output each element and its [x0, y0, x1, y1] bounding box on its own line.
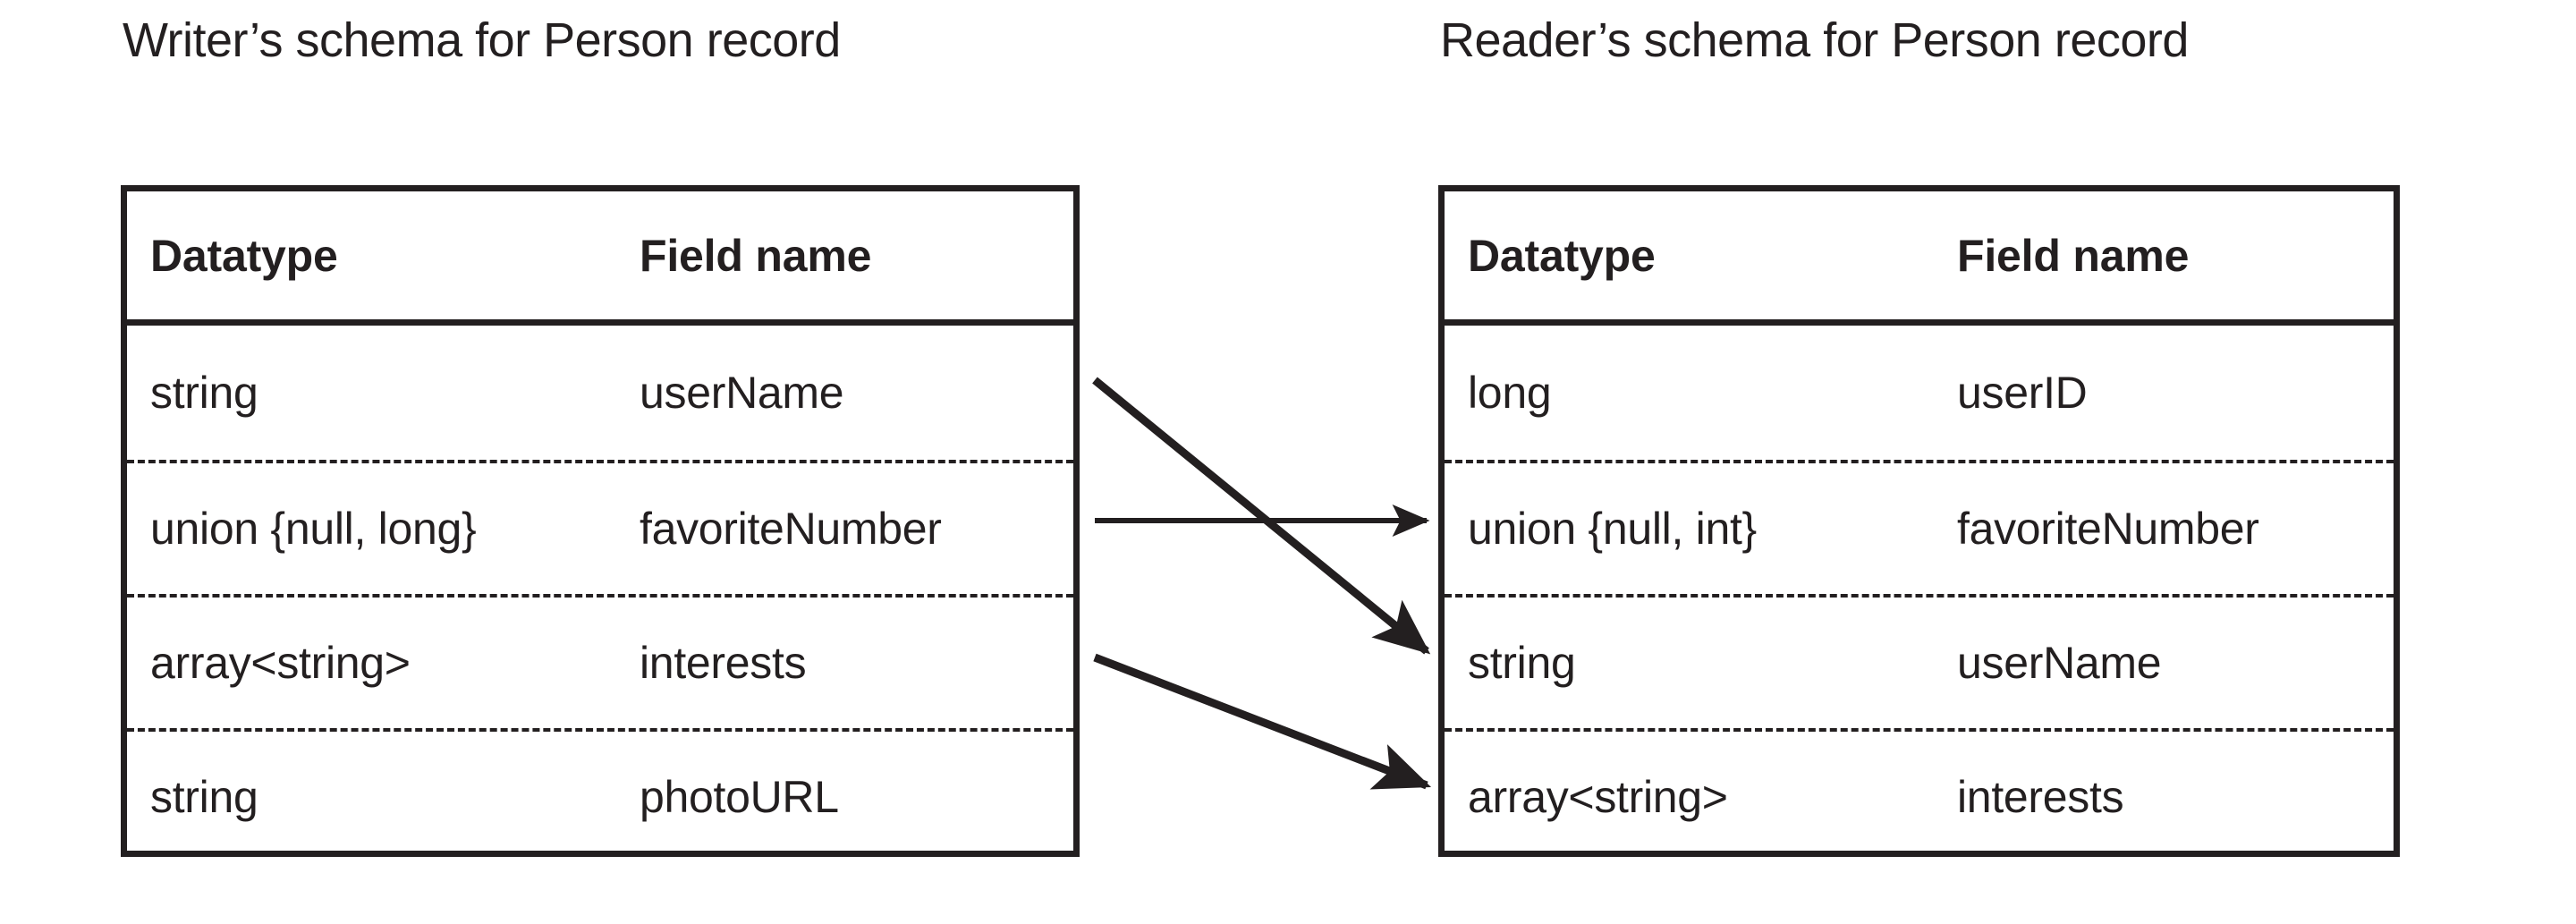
- table-row: union {null, int} favoriteNumber: [1445, 460, 2394, 594]
- reader-row-1-datatype: union {null, int}: [1445, 506, 1957, 551]
- reader-row-1-fieldname-text: favoriteNumber: [1957, 504, 2259, 554]
- reader-table-body: long userID union {null, int} favoriteNu…: [1445, 326, 2394, 862]
- reader-row-2-fieldname: userName: [1957, 640, 2368, 685]
- writer-row-2-fieldname-text: interests: [640, 638, 807, 688]
- reader-row-2-datatype: string: [1445, 640, 1957, 685]
- reader-header-fieldname-label: Field name: [1957, 230, 2190, 281]
- writer-row-2-fieldname: interests: [640, 640, 1051, 685]
- writer-row-0-datatype: string: [127, 370, 640, 415]
- writer-row-3-datatype-text: string: [150, 772, 258, 822]
- reader-row-3-datatype-text: array<string>: [1468, 772, 1728, 822]
- writer-row-0-fieldname: userName: [640, 370, 1051, 415]
- writer-table-header: Datatype Field name: [127, 191, 1073, 326]
- table-row: string photoURL: [127, 728, 1073, 862]
- reader-row-2-datatype-text: string: [1468, 638, 1576, 688]
- writer-header-datatype: Datatype: [127, 233, 640, 278]
- reader-row-0-datatype-text: long: [1468, 368, 1552, 418]
- writer-row-3-datatype: string: [127, 775, 640, 819]
- reader-row-1-datatype-text: union {null, int}: [1468, 504, 1757, 554]
- writer-header-fieldname-label: Field name: [640, 230, 872, 281]
- reader-row-0-fieldname: userID: [1957, 370, 2368, 415]
- reader-table-header: Datatype Field name: [1445, 191, 2394, 326]
- writer-row-3-fieldname: photoURL: [640, 775, 1051, 819]
- reader-row-2-fieldname-text: userName: [1957, 638, 2162, 688]
- reader-row-3-fieldname: interests: [1957, 775, 2368, 819]
- mapping-arrow-interests: [1093, 653, 1432, 790]
- reader-row-1-fieldname: favoriteNumber: [1957, 506, 2368, 551]
- writer-header-datatype-label: Datatype: [150, 230, 338, 281]
- writer-row-1-datatype: union {null, long}: [127, 506, 640, 551]
- mapping-arrow-username: [1092, 377, 1431, 655]
- table-row: string userName: [127, 326, 1073, 460]
- reader-header-fieldname: Field name: [1957, 233, 2368, 278]
- reader-row-0-fieldname-text: userID: [1957, 368, 2088, 418]
- reader-header-datatype: Datatype: [1445, 233, 1957, 278]
- reader-row-3-datatype: array<string>: [1445, 775, 1957, 819]
- table-row: array<string> interests: [1445, 728, 2394, 862]
- writer-row-1-fieldname: favoriteNumber: [640, 506, 1051, 551]
- writer-row-1-datatype-text: union {null, long}: [150, 504, 477, 554]
- writer-row-0-datatype-text: string: [150, 368, 258, 418]
- writer-schema-title: Writer’s schema for Person record: [123, 13, 841, 67]
- table-row: union {null, long} favoriteNumber: [127, 460, 1073, 594]
- reader-schema-table: Datatype Field name long userID union {n…: [1438, 185, 2400, 857]
- writer-header-fieldname: Field name: [640, 233, 1051, 278]
- table-row: array<string> interests: [127, 594, 1073, 728]
- reader-schema-title: Reader’s schema for Person record: [1440, 13, 2189, 67]
- writer-row-2-datatype-text: array<string>: [150, 638, 411, 688]
- table-row: string userName: [1445, 594, 2394, 728]
- reader-header-datatype-label: Datatype: [1468, 230, 1656, 281]
- writer-schema-table: Datatype Field name string userName unio…: [121, 185, 1080, 857]
- writer-row-2-datatype: array<string>: [127, 640, 640, 685]
- reader-row-0-datatype: long: [1445, 370, 1957, 415]
- writer-row-0-fieldname-text: userName: [640, 368, 844, 418]
- table-row: long userID: [1445, 326, 2394, 460]
- reader-row-3-fieldname-text: interests: [1957, 772, 2124, 822]
- writer-row-3-fieldname-text: photoURL: [640, 772, 839, 822]
- writer-row-1-fieldname-text: favoriteNumber: [640, 504, 942, 554]
- writer-table-body: string userName union {null, long} favor…: [127, 326, 1073, 862]
